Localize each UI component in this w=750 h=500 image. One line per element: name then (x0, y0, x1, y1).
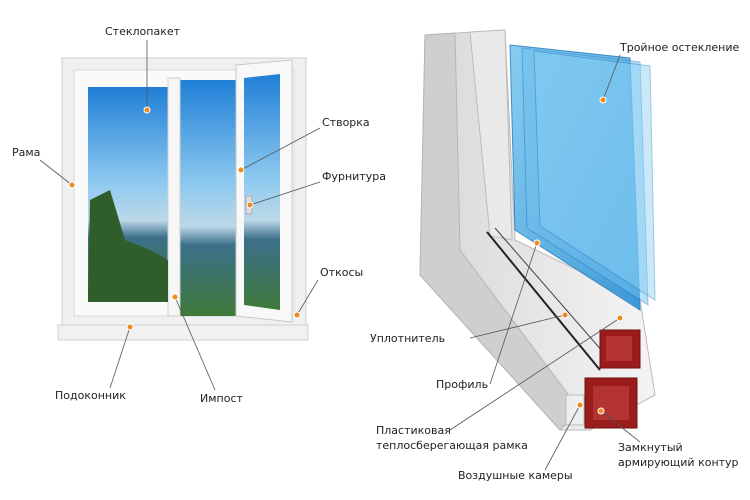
label-spacer: Пластиковая теплосберегающая рамка (376, 423, 528, 453)
label-sill: Подоконник (55, 389, 126, 402)
marker-dots (68, 96, 624, 415)
window-illustration (57, 57, 309, 341)
label-triple-glazing: Тройное остекление (620, 41, 740, 54)
label-seal: Уплотнитель (370, 332, 446, 345)
label-reveals: Откосы (320, 266, 364, 279)
label-profile: Профиль (436, 378, 489, 391)
label-sash: Створка (322, 116, 370, 129)
label-reinforcement: Замкнутый армирующий контур (618, 440, 739, 470)
label-spacer-line1: Пластиковая (376, 424, 451, 437)
profile-cross-section (419, 29, 656, 431)
label-hardware: Фурнитура (322, 170, 386, 183)
label-spacer-line2: теплосберегающая рамка (376, 439, 528, 452)
label-mullion: Импост (200, 392, 243, 405)
label-glass-unit: Стеклопакет (105, 25, 181, 38)
label-frame: Рама (12, 146, 41, 159)
leader-lines (39, 40, 641, 471)
label-air-chambers: Воздушные камеры (458, 469, 573, 482)
label-reinforcement-line1: Замкнутый (618, 441, 683, 454)
label-reinforcement-line2: армирующий контур (618, 456, 739, 469)
